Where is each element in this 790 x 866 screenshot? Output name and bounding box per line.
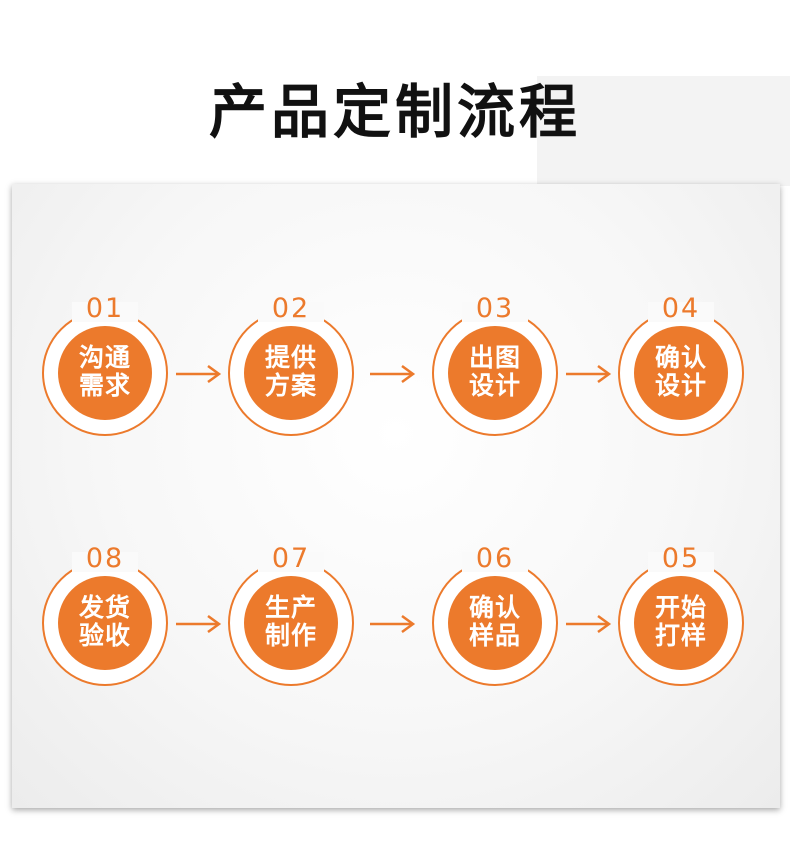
step-01: 01 沟通 需求 [42, 294, 168, 436]
step-05: 05 开始 打样 [618, 544, 744, 686]
step-label-line1: 确认 [654, 343, 707, 372]
step-label-line2: 打样 [654, 621, 707, 650]
step-disc [634, 576, 728, 670]
step-number: 02 [271, 293, 311, 324]
step-number: 04 [661, 293, 701, 324]
step-06: 06 确认 样品 [432, 544, 558, 686]
step-04: 04 确认 设计 [618, 294, 744, 436]
step-02: 02 提供 方案 [228, 294, 354, 436]
step-label-line1: 确认 [468, 593, 521, 622]
right-arrow-icon [176, 614, 222, 634]
step-label-line2: 设计 [468, 371, 521, 400]
step-label-line1: 发货 [78, 593, 131, 622]
step-number: 01 [85, 293, 125, 324]
step-number: 07 [271, 543, 311, 574]
step-disc [448, 576, 542, 670]
step-disc [244, 576, 338, 670]
step-03: 03 出图 设计 [432, 294, 558, 436]
step-07: 07 生产 制作 [228, 544, 354, 686]
step-label-line2: 需求 [78, 371, 131, 400]
step-disc [448, 326, 542, 420]
step-label-line1: 提供 [264, 343, 317, 372]
right-arrow-icon [370, 614, 416, 634]
step-number: 03 [475, 293, 515, 324]
right-arrow-icon [176, 364, 222, 384]
step-label-line2: 样品 [468, 621, 521, 650]
step-label-line2: 制作 [264, 621, 317, 650]
step-label-line2: 设计 [654, 371, 707, 400]
page-title: 产品定制流程 [208, 78, 581, 146]
process-panel: 01 沟通 需求 02 提供 方案 03 出图 设计 04 确认 设 [12, 184, 780, 808]
corner-shade [537, 76, 790, 186]
step-label-line1: 出图 [468, 343, 521, 372]
step-label-line1: 沟通 [78, 343, 131, 372]
step-disc [58, 326, 152, 420]
step-label-line1: 生产 [264, 593, 317, 622]
step-label-line2: 方案 [264, 371, 317, 400]
step-number: 06 [475, 543, 515, 574]
step-disc [634, 326, 728, 420]
step-number: 08 [85, 543, 125, 574]
right-arrow-icon [370, 364, 416, 384]
step-08: 08 发货 验收 [42, 544, 168, 686]
step-number: 05 [661, 543, 701, 574]
step-label-line2: 验收 [78, 621, 131, 650]
step-label-line1: 开始 [654, 593, 707, 622]
right-arrow-icon [566, 614, 612, 634]
step-disc [58, 576, 152, 670]
right-arrow-icon [566, 364, 612, 384]
step-disc [244, 326, 338, 420]
